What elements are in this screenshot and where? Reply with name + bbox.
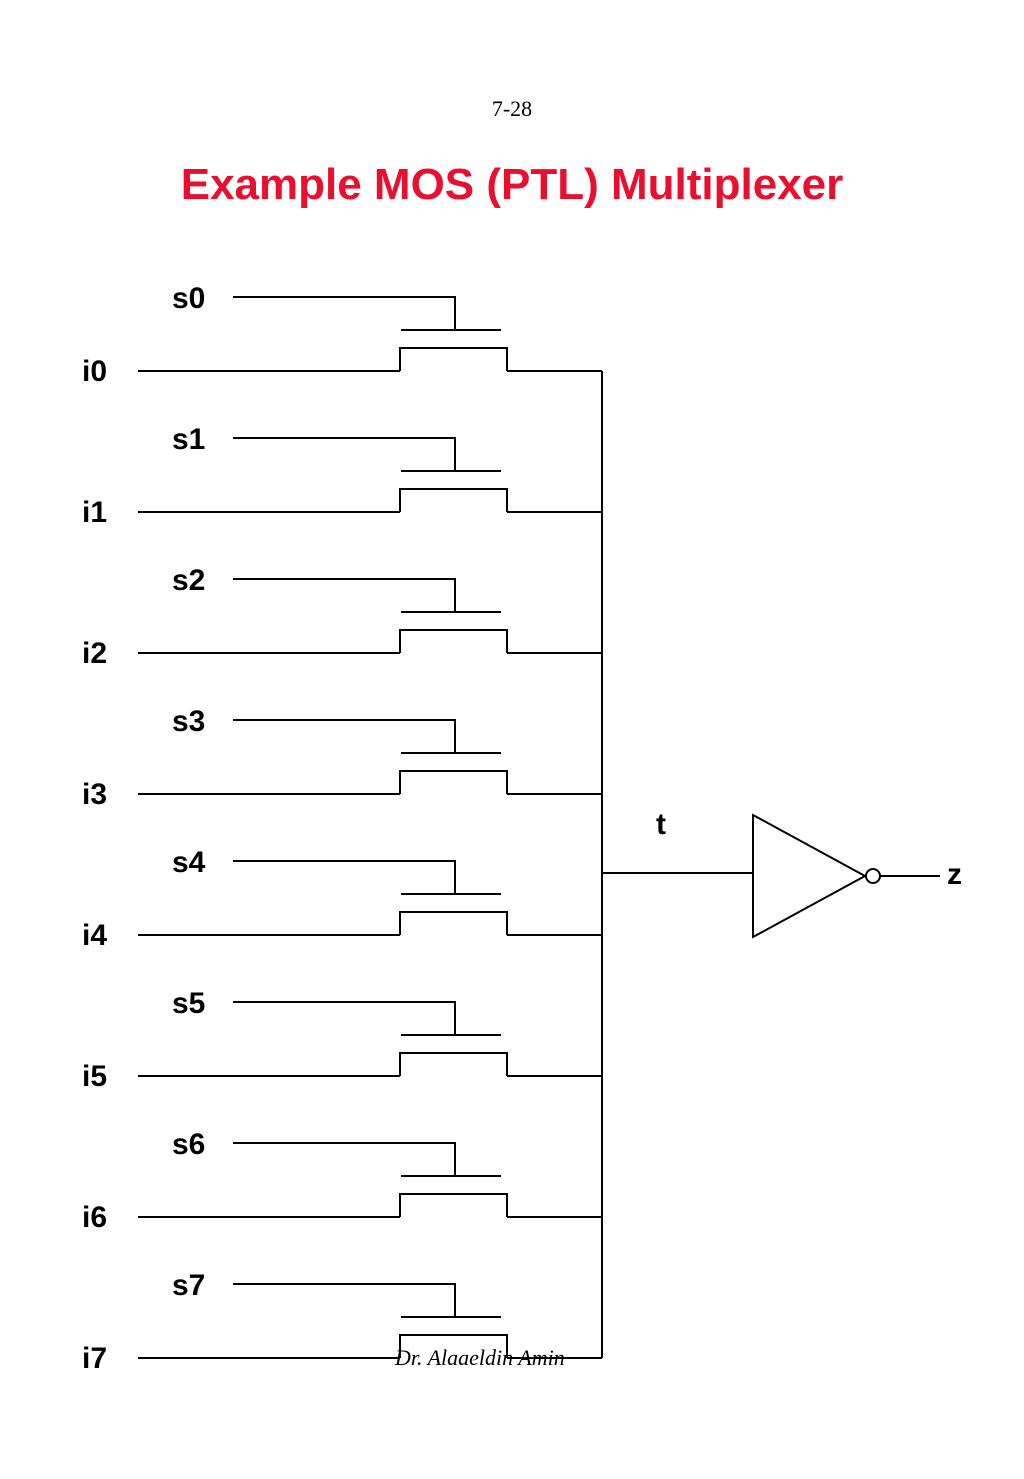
select-wire-2 [233, 578, 456, 612]
output-z-label: z [947, 858, 962, 891]
input-label-0: i0 [82, 355, 107, 388]
transistor-channel-2 [399, 629, 508, 653]
transistor-channel-0 [399, 347, 508, 371]
select-label-5: s5 [172, 987, 205, 1020]
transistor-channel-4 [399, 911, 508, 935]
author-footer: Dr. Alaaeldin Amin [395, 1345, 565, 1370]
select-wire-6 [233, 1142, 456, 1176]
select-wire-7 [233, 1283, 456, 1317]
page-title: Example MOS (PTL) Multiplexer [180, 160, 844, 209]
select-label-7: s7 [172, 1269, 205, 1302]
select-label-2: s2 [172, 564, 205, 597]
transistor-channel-3 [399, 770, 508, 794]
input-label-3: i3 [82, 778, 107, 811]
input-label-4: i4 [82, 919, 107, 952]
transistor-channel-1 [399, 488, 508, 512]
input-label-6: i6 [82, 1201, 107, 1234]
inverter-triangle [752, 813, 868, 939]
page-number: 7-28 [491, 96, 533, 121]
select-label-3: s3 [172, 705, 205, 738]
select-wire-5 [233, 1001, 456, 1035]
input-label-7: i7 [82, 1342, 107, 1375]
select-wire-4 [233, 860, 456, 894]
select-label-4: s4 [172, 846, 206, 879]
input-label-1: i1 [82, 496, 107, 529]
select-wire-1 [233, 437, 456, 471]
node-t-label: t [656, 808, 666, 841]
transistor-channel-6 [399, 1193, 508, 1217]
select-label-1: s1 [172, 423, 205, 456]
inverter-bubble [865, 868, 881, 884]
input-label-2: i2 [82, 637, 107, 670]
select-wire-0 [233, 296, 456, 330]
select-label-6: s6 [172, 1128, 205, 1161]
input-label-5: i5 [82, 1060, 107, 1093]
transistor-channel-5 [399, 1052, 508, 1076]
select-wire-3 [233, 719, 456, 753]
select-label-0: s0 [172, 282, 205, 315]
transistor-channel-7 [399, 1334, 508, 1358]
